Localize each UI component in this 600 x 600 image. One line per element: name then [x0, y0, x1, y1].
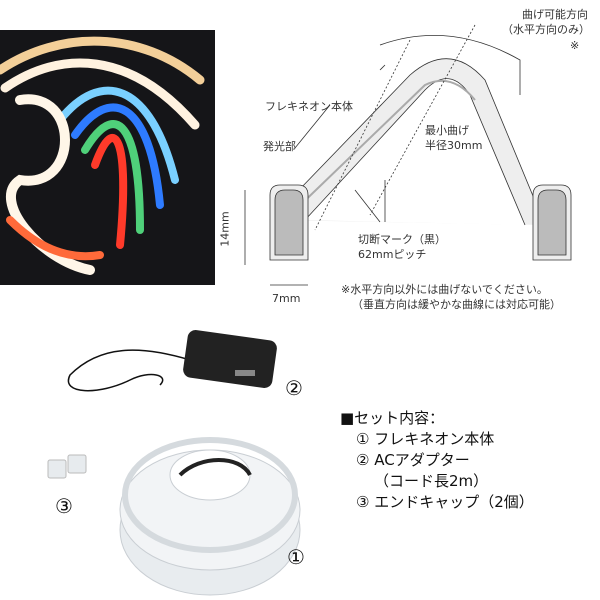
- coil-marker: ①: [287, 545, 305, 569]
- set-contents-title: ■セット内容：: [340, 409, 445, 427]
- item-number: ②: [356, 451, 370, 469]
- warning-line-2: （垂直方向は緩やかな曲線には対応可能）: [352, 298, 561, 311]
- item-label: エンドキャップ（2個）: [374, 493, 534, 511]
- note-mark: ※: [570, 39, 580, 52]
- width-dimension: 7mm: [272, 292, 301, 305]
- set-contents-photo: [47, 330, 301, 596]
- adapter-marker: ②: [285, 376, 303, 400]
- item-label: ACアダプター: [374, 451, 470, 469]
- cut-pitch-label: 62mmピッチ: [358, 248, 427, 261]
- warning-line-1: ※水平方向以外には曲げないでください。: [341, 283, 548, 296]
- item-number: ①: [356, 430, 370, 448]
- set-contents-list: ■セット内容： ① フレキネオン本体 ② ACアダプター （コード長2m） ③ …: [340, 408, 534, 513]
- height-dimension: 14mm: [218, 211, 232, 247]
- set-item: （コード長2m）: [340, 471, 534, 492]
- neon-product-photo: [0, 30, 215, 285]
- neon-dimension-diagram: [244, 24, 572, 286]
- min-bend-label: 最小曲げ: [425, 124, 469, 137]
- bend-direction-note: （水平方向のみ）: [502, 23, 590, 36]
- caps-marker: ③: [55, 494, 73, 518]
- cut-mark-label: 切断マーク（黒）: [358, 233, 446, 246]
- item-label: フレキネオン本体: [374, 430, 495, 448]
- bend-direction-label: 曲げ可能方向: [522, 8, 588, 21]
- item-number: ③: [356, 493, 370, 511]
- set-item: ① フレキネオン本体: [340, 429, 534, 450]
- set-item: ③ エンドキャップ（2個）: [340, 492, 534, 513]
- light-label: 発光部: [263, 140, 296, 153]
- item-label: （コード長2m）: [374, 472, 489, 490]
- set-item: ② ACアダプター: [340, 450, 534, 471]
- min-bend-radius: 半径30mm: [425, 139, 483, 152]
- body-label: フレキネオン本体: [265, 100, 353, 113]
